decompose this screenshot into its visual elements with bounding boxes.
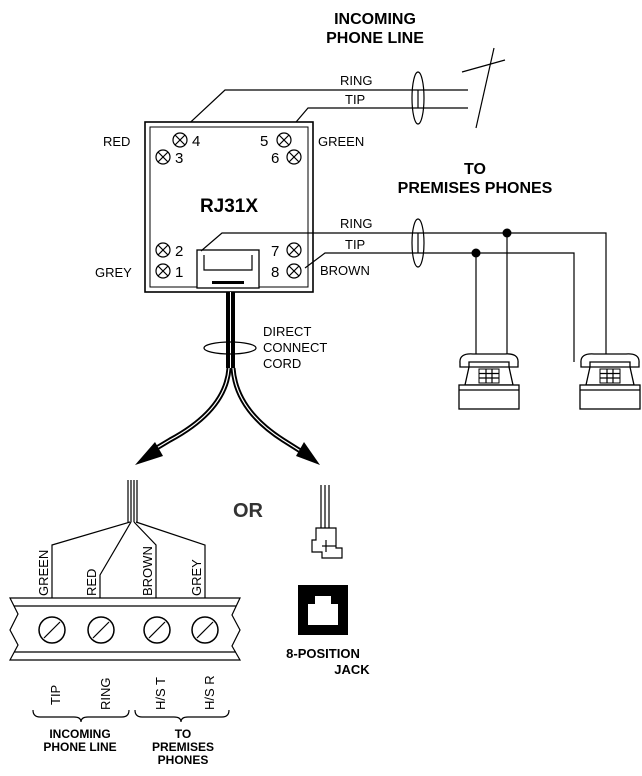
terminal-screws	[155, 132, 302, 279]
premises-wires	[200, 218, 607, 362]
terminal-block	[9, 597, 242, 661]
wire-color-brown: BROWN	[140, 546, 155, 596]
screw-terminal-8	[286, 263, 302, 279]
terminal-number-3: 3	[175, 150, 183, 167]
screw-terminal-4	[172, 132, 188, 148]
arrow-right-icon	[296, 442, 320, 465]
terminal-number-1: 1	[175, 264, 183, 281]
wire-color-grey: GREY	[189, 559, 204, 596]
premises-title-1: TO	[464, 161, 486, 178]
function-tip: TIP	[48, 685, 63, 705]
screw-terminal-3	[155, 149, 171, 165]
terminal-number-5: 5	[260, 133, 268, 150]
grey-label: GREY	[95, 265, 132, 280]
terminal-number-8: 8	[271, 264, 279, 281]
wire-color-green: GREEN	[36, 550, 51, 596]
screw-terminal-1	[155, 263, 171, 279]
group-premises-3: PHONES	[158, 753, 209, 767]
eight-position-label-2: JACK	[334, 662, 370, 677]
group-incoming-2: PHONE LINE	[43, 740, 116, 754]
terminal-number-7: 7	[271, 243, 279, 260]
bare-wire-fanout	[51, 480, 206, 598]
or-label: OR	[233, 500, 264, 522]
wire-color-red: RED	[84, 569, 99, 596]
group-premises-2: PREMISES	[152, 740, 214, 754]
incoming-line-title-1: INCOMING	[334, 11, 416, 28]
modular-plug	[311, 485, 343, 559]
terminal-number-2: 2	[175, 243, 183, 260]
group-premises-1: TO	[175, 727, 191, 741]
utility-pole-icon	[461, 47, 506, 129]
top-ring-label: RING	[340, 73, 373, 88]
function-ring: RING	[98, 678, 113, 711]
cord-label-2: CONNECT	[263, 340, 327, 355]
red-label: RED	[103, 134, 130, 149]
telephone-icon	[579, 353, 641, 410]
premises-ring-label: RING	[340, 216, 373, 231]
screw-terminal-6	[286, 149, 302, 165]
terminal-number-6: 6	[271, 150, 279, 167]
top-tip-label: TIP	[345, 92, 365, 107]
premises-title-2: PREMISES PHONES	[398, 180, 553, 197]
arrow-left-icon	[135, 442, 163, 465]
terminal-number-4: 4	[192, 133, 200, 150]
group-brackets	[32, 709, 230, 723]
premises-tip-label: TIP	[345, 237, 365, 252]
function-hs-r: H/S R	[202, 675, 217, 710]
modular-socket	[196, 249, 260, 289]
telephone-icon	[458, 353, 520, 410]
group-incoming-1: INCOMING	[49, 727, 110, 741]
incoming-line-title-2: PHONE LINE	[326, 30, 424, 47]
function-hs-t: H/S T	[153, 677, 168, 710]
eight-position-jack-icon	[298, 585, 348, 635]
screw-terminal-7	[286, 242, 302, 258]
brown-label: BROWN	[320, 263, 370, 278]
screw-terminal-5	[276, 132, 292, 148]
eight-position-label-1: 8-POSITION	[286, 646, 360, 661]
rj31x-title: RJ31X	[200, 196, 258, 217]
cord-label-3: CORD	[263, 356, 301, 371]
cord-label-1: DIRECT	[263, 324, 311, 339]
direct-connect-cord	[135, 292, 320, 465]
green-label: GREEN	[318, 134, 364, 149]
screw-terminal-2	[155, 242, 171, 258]
